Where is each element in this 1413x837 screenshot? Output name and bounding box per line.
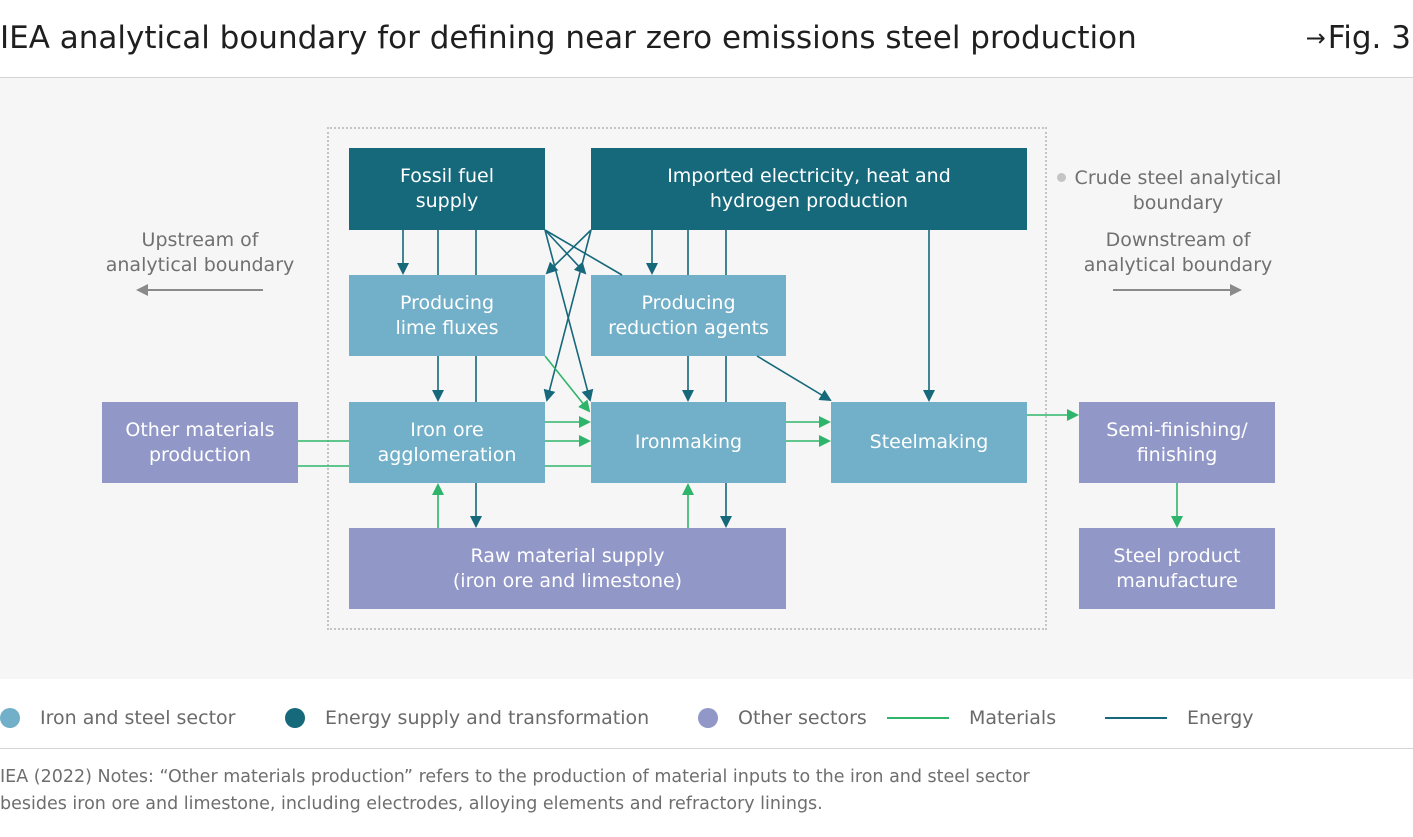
footer-divider: [0, 748, 1413, 749]
boundary-marker-icon: [1057, 173, 1066, 182]
energy-line-icon: [1105, 717, 1167, 719]
node-imported-energy: Imported electricity, heat and hydrogen …: [591, 148, 1027, 230]
node-fossil-fuel-supply: Fossil fuel supply: [349, 148, 545, 230]
legend-label: Materials: [969, 707, 1057, 729]
node-reduction-agents: Producing reduction agents: [591, 275, 786, 356]
arrow-right-icon: →: [1305, 24, 1326, 52]
other-sectors-swatch-icon: [698, 708, 718, 728]
node-steel-product-manufacture: Steel product manufacture: [1079, 528, 1275, 609]
downstream-label: Downstream of analytical boundary: [1083, 229, 1273, 276]
legend-label: Iron and steel sector: [40, 707, 236, 729]
figure-reference[interactable]: →Fig. 3: [1306, 20, 1411, 56]
source-notes: IEA (2022) Notes: “Other materials produ…: [0, 767, 1030, 814]
energy-supply-swatch-icon: [285, 708, 305, 728]
iron-steel-swatch-icon: [0, 708, 20, 728]
node-ironmaking: Ironmaking: [591, 402, 786, 483]
legend-item-other-sectors: Other sectors: [698, 703, 867, 733]
legend-item-energy: Energy: [1105, 703, 1254, 733]
node-iron-ore-agglomeration: Iron ore agglomeration: [349, 402, 545, 483]
node-steelmaking: Steelmaking: [831, 402, 1027, 483]
legend-item-materials: Materials: [887, 703, 1056, 733]
boundary-label: Crude steel analytical boundary: [1074, 167, 1282, 214]
page-title: IEA analytical boundary for defining nea…: [0, 20, 1137, 56]
legend-item-energy-supply: Energy supply and transformation: [285, 703, 649, 733]
node-raw-material-supply: Raw material supply (iron ore and limest…: [349, 528, 786, 609]
node-lime-fluxes: Producing lime fluxes: [349, 275, 545, 356]
upstream-label: Upstream of analytical boundary: [105, 229, 295, 276]
header-divider: [0, 77, 1413, 78]
node-other-materials: Other materials production: [102, 402, 298, 483]
legend-label: Energy supply and transformation: [325, 707, 650, 729]
materials-line-icon: [887, 717, 949, 719]
legend-label: Other sectors: [738, 707, 867, 729]
node-semi-finishing: Semi-finishing/ finishing: [1079, 402, 1275, 483]
analytical-boundary: [327, 127, 1047, 630]
legend: Iron and steel sector Energy supply and …: [0, 703, 1413, 733]
figure-number: Fig. 3: [1327, 20, 1411, 56]
legend-item-iron-steel: Iron and steel sector: [0, 703, 235, 733]
legend-label: Energy: [1187, 707, 1254, 729]
